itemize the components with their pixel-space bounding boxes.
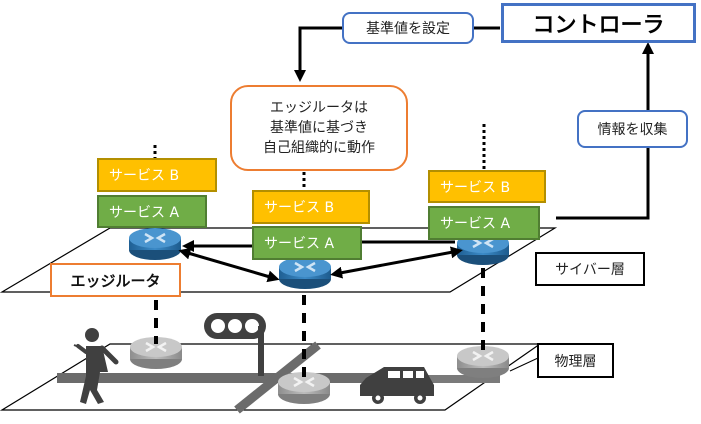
physical-layer-plane xyxy=(0,343,542,411)
service-a-left: サービス A xyxy=(97,195,207,228)
note-line-2: 基準値に基づき xyxy=(270,120,368,136)
cyber-layer-plane xyxy=(0,227,558,293)
set-reference-callout: 基準値を設定 xyxy=(342,12,474,44)
controller-box: コントローラ xyxy=(501,3,696,43)
physical-router-right xyxy=(455,344,511,380)
cyber-layer-label: サイバー層 xyxy=(535,252,645,286)
traffic-light-icon xyxy=(204,313,266,376)
service-b-center: サービス B xyxy=(252,190,370,224)
car-icon xyxy=(360,367,434,404)
road xyxy=(57,373,392,383)
road-segment xyxy=(392,375,500,383)
note-line-1: エッジルータは xyxy=(270,100,368,116)
service-a-right: サービス A xyxy=(428,206,540,240)
physical-label-leader xyxy=(509,357,539,372)
edge-router-center xyxy=(277,255,333,291)
collect-path xyxy=(556,42,654,220)
edge-behavior-note: エッジルータは 基準値に基づき 自己組織的に動作 xyxy=(230,85,408,171)
service-a-center: サービス A xyxy=(252,226,362,260)
service-b-right: サービス B xyxy=(428,170,546,203)
edge-router-label: エッジルータ xyxy=(50,263,181,297)
service-b-left: サービス B xyxy=(97,158,217,192)
arrow-left-center xyxy=(178,247,280,283)
pedestrian-icon xyxy=(73,328,119,404)
collect-info-callout: 情報を収集 xyxy=(577,110,688,148)
arrow-center-right xyxy=(330,246,463,279)
note-line-3: 自己組織的に動作 xyxy=(263,140,375,156)
physical-layer-label: 物理層 xyxy=(537,343,614,378)
edge-router-left xyxy=(127,226,183,262)
